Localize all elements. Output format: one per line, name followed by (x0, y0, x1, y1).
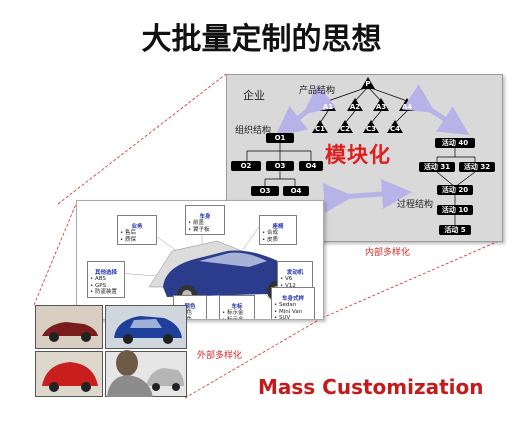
product-node-p: P (365, 80, 371, 88)
option-box-items: • 售后 • 质保 (120, 230, 136, 243)
internal-diversity-caption: 内部多样化 (365, 248, 411, 258)
option-box-items: • ABS • GPS • 防盗装置 (90, 276, 117, 295)
option-box-business: 业务• 售后 • 质保 (117, 215, 157, 245)
mass-customization-label: Mass Customization (258, 375, 484, 399)
org-node-o4-sub: O4 (283, 186, 309, 196)
page-title: 大批量定制的思想 (141, 22, 382, 57)
external-diversity-panel: 业务• 售后 • 质保 车身• 前盖 • 翼子板 座椅• 合成 • 皮质 其他选… (76, 200, 324, 320)
process-node-31: 活动 31 (419, 162, 455, 172)
org-node-o3: O3 (266, 161, 294, 171)
product-node-c2: C2 (339, 125, 350, 133)
org-structure-label: 组织结构 (235, 126, 272, 136)
process-node-40: 活动 40 (435, 138, 475, 148)
process-node-20: 活动 20 (437, 185, 473, 195)
option-box-head: 发动机 (286, 269, 304, 276)
option-box-head: 其他选择 (94, 269, 117, 276)
product-node-c4: C4 (389, 125, 400, 133)
structure-diagram (246, 77, 476, 225)
option-box-head: 颜色 (184, 303, 196, 310)
option-box-items: • Sedan • Mini Van • SUV (274, 302, 303, 320)
option-box-other: 其他选择• ABS • GPS • 防盗装置 (87, 261, 125, 298)
option-box-badge: 车标• 标示金 • 标示金 • 铝 (219, 295, 255, 320)
car-photo-red-beetle (35, 351, 103, 397)
product-node-a2: A2 (349, 103, 361, 111)
product-node-c1: C1 (314, 125, 325, 133)
option-box-head: 业务 (131, 223, 143, 230)
process-node-10: 活动 10 (437, 205, 473, 215)
car-photo-collage (35, 305, 187, 397)
car-photo-red-sedan (35, 305, 103, 349)
product-structure-label: 产品结构 (299, 86, 336, 96)
org-node-o1: O1 (266, 133, 294, 143)
product-node-a3: A3 (375, 103, 387, 111)
modular-label: 模块化 (325, 143, 391, 167)
external-diversity-caption: 外部多样化 (197, 351, 243, 361)
product-node-c3: C3 (365, 125, 376, 133)
process-node-5: 活动 5 (439, 225, 471, 235)
org-node-o4: O4 (299, 161, 323, 171)
company-label: 企业 (243, 89, 265, 102)
internal-structure-panel: 企业 产品结构 组织结构 过程结构 P A1 A2 A3 A4 C1 C2 C3… (226, 74, 503, 242)
process-node-32: 活动 32 (459, 162, 495, 172)
option-box-items: • 前盖 • 翼子板 (188, 220, 210, 233)
option-box-items: • 合成 • 皮质 (262, 230, 278, 243)
car-photo-blue-hatch (105, 305, 187, 349)
process-structure-label: 过程结构 (397, 200, 434, 210)
option-box-head: 车身 (199, 213, 211, 220)
option-box-body-style: 车身式样• Sedan • Mini Van • SUV (271, 287, 315, 320)
option-box-seat: 座椅• 合成 • 皮质 (259, 215, 297, 245)
option-box-head: 座椅 (272, 223, 284, 230)
product-node-a4: A4 (401, 103, 413, 111)
product-node-a1: A1 (322, 103, 334, 111)
option-box-head: 车身式样 (281, 295, 304, 302)
org-node-o2: O2 (231, 161, 261, 171)
org-node-o3-sub: O3 (251, 186, 279, 196)
person-silhouette (107, 350, 153, 397)
option-box-body: 车身• 前盖 • 翼子板 (185, 205, 225, 235)
option-box-items: • 标示金 • 标示金 • 铝 (222, 310, 244, 320)
option-box-head: 车标 (231, 303, 243, 310)
